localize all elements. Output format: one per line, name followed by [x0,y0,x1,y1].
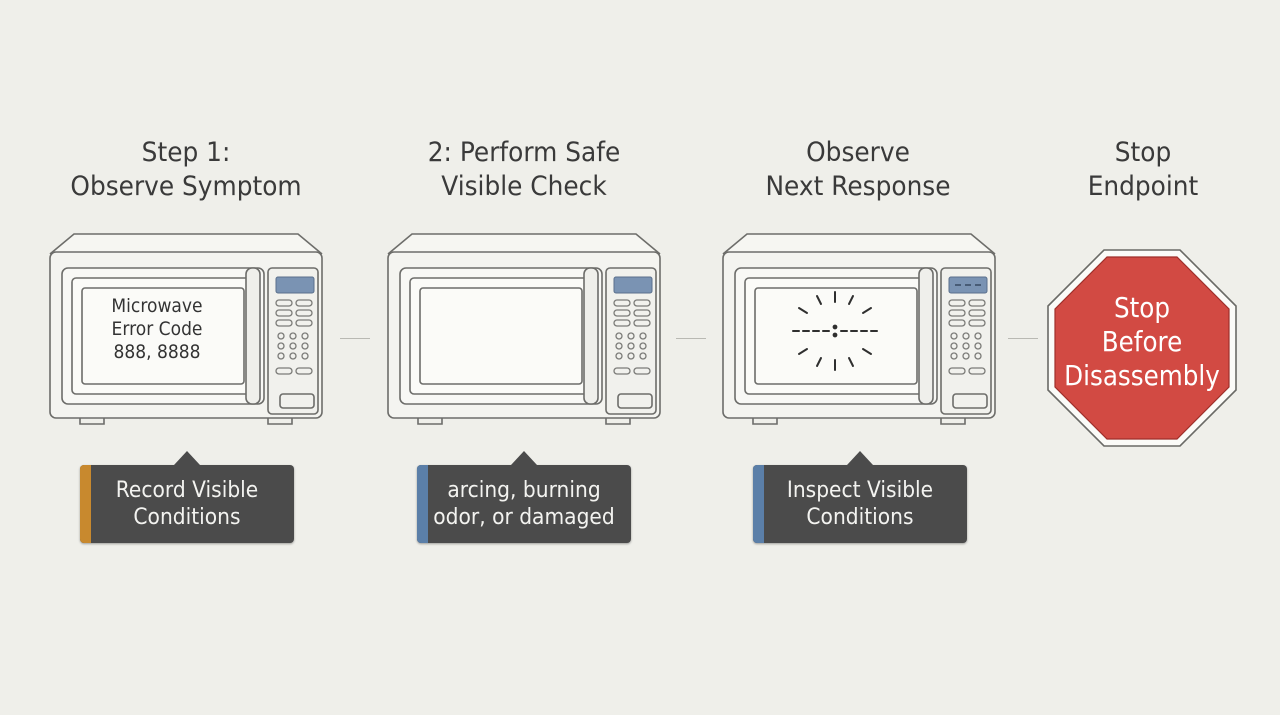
step-1-note: Record Visible Conditions [80,451,294,543]
step-2-title: 2: Perform Safe Visible Check [386,136,662,204]
step-2-title-line2: Visible Check [441,171,607,202]
screen-line-3: 888, 8888 [113,341,201,363]
step-2-note-line1: arcing, burning [447,478,601,503]
step-4-title-line1: Stop [1114,137,1172,168]
step-3-note-line2: Conditions [806,505,914,530]
stop-sign-line-3: Disassembly [1064,359,1220,392]
step-3-note-line1: Inspect Visible [786,478,934,503]
step-4-title: Stop Endpoint [1005,136,1280,204]
microwave-icon [387,233,661,425]
step-1-title-line2: Observe Symptom [70,171,302,202]
step-1-title-line1: Step 1: [141,137,231,168]
step-3-title-line1: Observe [806,137,910,168]
step-1-title: Step 1: Observe Symptom [48,136,324,204]
step-2-title-line1: 2: Perform Safe [427,137,621,168]
stop-sign-line-1: Stop [1113,291,1171,324]
step-1-note-line1: Record Visible [115,478,259,503]
step-2-note-line2: odor, or damaged [433,505,615,530]
flow-connector [1008,338,1038,339]
step-1-note-line2: Conditions [133,505,241,530]
note-pointer [847,451,873,465]
step-3-title-line2: Next Response [765,171,951,202]
screen-line-1: Microwave [111,295,203,317]
note-pointer [174,451,200,465]
screen-line-2: Error Code [111,318,203,340]
note-pointer [511,451,537,465]
microwave-icon [722,233,996,425]
error-code-display: Microwave Error Code 888, 8888 [82,295,232,364]
microwave-icon [49,233,323,425]
step-3-note: Inspect Visible Conditions [753,451,967,543]
stop-sign-label: Stop Before Disassembly [1046,291,1238,393]
step-4-title-line2: Endpoint [1087,171,1199,202]
flow-connector [340,338,370,339]
step-3-title: Observe Next Response [720,136,996,204]
blinking-display-icon [792,291,878,371]
step-2-note: arcing, burning odor, or damaged [417,451,631,543]
stop-sign-line-2: Before [1101,325,1183,358]
flow-connector [676,338,706,339]
stop-sign-icon [1047,249,1237,447]
